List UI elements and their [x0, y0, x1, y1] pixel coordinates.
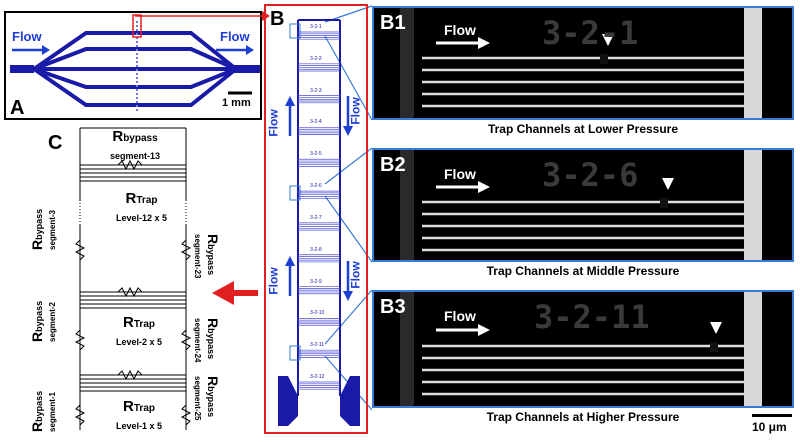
label-r: R [205, 318, 221, 329]
label-rbypass-seg13: Rbypass segment-13 [110, 128, 160, 164]
label-rbypass-seg23: Rbypass segment-23 [192, 234, 221, 279]
label-sub: Trap [133, 319, 155, 330]
micro-scale-label: 10 μm [752, 420, 787, 434]
label-sub: bypass [206, 244, 216, 276]
trap-level-label: 3-2-3 [310, 87, 322, 94]
trap-level-lines [298, 31, 340, 40]
micrograph-b1 [400, 8, 762, 118]
label-r: R [123, 314, 134, 331]
label-r: R [205, 234, 221, 245]
panel-b1: B1 Flow 3-2-1 [372, 6, 794, 120]
trap-level-label: 3-2-12 [310, 374, 325, 380]
flow-label-right: Flow [220, 29, 250, 44]
trap-level-lines [298, 318, 340, 326]
trap-level-lines [298, 222, 340, 231]
label-level: Level-2 x 5 [116, 337, 163, 347]
trap-level-lines [298, 63, 340, 72]
trap-level-label: 3-2-5 [310, 151, 322, 158]
label-rbypass-seg24: Rbypass segment-24 [192, 318, 221, 363]
trap-level-label: 3-2-9 [310, 278, 322, 285]
label-r: R [29, 331, 45, 342]
label-rtrap-level1: RTrap Level-1 x 5 [116, 398, 162, 434]
panel-b2-code: 3-2-6 [542, 156, 639, 194]
trap-level-lines [298, 286, 340, 295]
label-r: R [29, 421, 45, 432]
panel-b1-code: 3-2-1 [542, 14, 639, 52]
panel-b2-flow: Flow [444, 166, 476, 182]
panel-b2-letter: B2 [380, 154, 406, 176]
label-r: R [125, 190, 137, 207]
caption-b1: Trap Channels at Lower Pressure [487, 122, 679, 136]
flow-label-left: Flow [12, 29, 42, 44]
label-seg: segment-1 [48, 391, 57, 432]
trap-level-lines [298, 190, 340, 199]
label-sub: Trap [133, 403, 155, 414]
label-sub: Trap [136, 195, 158, 206]
label-seg: segment-3 [48, 209, 57, 250]
label-seg: segment-24 [193, 318, 202, 363]
label-seg: segment-23 [193, 234, 202, 279]
panel-b-flow-down-2: Flow [348, 261, 363, 289]
label-rbypass-seg1: Rbypass segment-1 [29, 390, 58, 432]
panel-b-flow-down-1: Flow [348, 97, 363, 125]
caption-b3: Trap Channels at Higher Pressure [486, 410, 680, 424]
trap-level-label: 3-2-7 [310, 214, 322, 221]
label-sub: bypass [34, 390, 44, 422]
label-sub: bypass [206, 328, 216, 360]
scale-bar-label: 1 mm [222, 97, 251, 109]
micro-scale-bar [752, 414, 792, 417]
trap-level-label: 3-2-10 [310, 310, 325, 317]
label-seg: segment-25 [193, 376, 202, 421]
panel-b3: B3 Flow 3-2-11 [372, 290, 794, 408]
panel-b-flow-up-1: Flow [266, 109, 281, 137]
panel-b: B Flow Flow Flow Flow 3-2-1 3-2-2 3-2-3 3-2… [264, 4, 368, 434]
panel-c-letter: C [48, 132, 63, 154]
panel-b1-flow: Flow [444, 22, 476, 38]
label-rtrap-level12: RTrap Level-12 x 5 [116, 190, 167, 226]
label-seg: segment-13 [110, 151, 161, 161]
label-level: Level-12 x 5 [116, 213, 168, 223]
device-overview-diagram [10, 14, 260, 113]
label-rtrap-level2: RTrap Level-2 x 5 [116, 314, 162, 350]
label-r: R [29, 239, 45, 250]
label-sub: bypass [34, 208, 44, 240]
label-r: R [112, 128, 124, 145]
trap-level-label: 3-2-2 [310, 55, 322, 62]
trap-level-label: 3-2-11 [310, 342, 325, 349]
label-level: Level-1 x 5 [116, 421, 163, 431]
trap-level-label: 3-2-1 [310, 24, 322, 30]
trap-array-diagram [278, 19, 360, 426]
panel-b3-code: 3-2-11 [534, 298, 650, 336]
panel-b3-flow: Flow [444, 308, 476, 324]
trap-level-label: 3-2-6 [310, 183, 322, 190]
trap-level-label: 3-2-8 [310, 246, 322, 253]
label-rbypass-seg3: Rbypass segment-3 [29, 208, 58, 250]
trap-level-lines [298, 381, 340, 390]
trap-level-label: 3-2-4 [310, 119, 322, 126]
panel-b-flow-up-2: Flow [266, 267, 281, 295]
micrograph-b2 [400, 150, 762, 260]
caption-b2: Trap Channels at Middle Pressure [486, 264, 680, 278]
trap-level-lines [298, 95, 340, 104]
panel-b2: B2 Flow 3-2-6 [372, 148, 794, 262]
label-sub: bypass [34, 300, 44, 332]
trap-level-lines [298, 127, 340, 136]
label-sub: bypass [123, 133, 158, 144]
panel-a-letter: A [10, 97, 25, 119]
panel-b3-letter: B3 [380, 296, 406, 318]
trap-level-lines [298, 158, 340, 167]
trap-level-lines [298, 349, 340, 358]
label-r: R [123, 398, 134, 415]
label-rbypass-seg2: Rbypass segment-2 [29, 300, 58, 342]
panel-b-letter: B [270, 8, 285, 30]
label-sub: bypass [206, 386, 216, 418]
panel-b1-letter: B1 [380, 12, 406, 34]
label-r: R [205, 376, 221, 387]
panel-a: A Flow Flow 1 mm [4, 11, 262, 120]
micrograph-b3 [400, 292, 762, 406]
label-seg: segment-2 [48, 301, 57, 342]
trap-level-lines [298, 254, 340, 263]
label-rbypass-seg25: Rbypass segment-25 [192, 376, 221, 421]
